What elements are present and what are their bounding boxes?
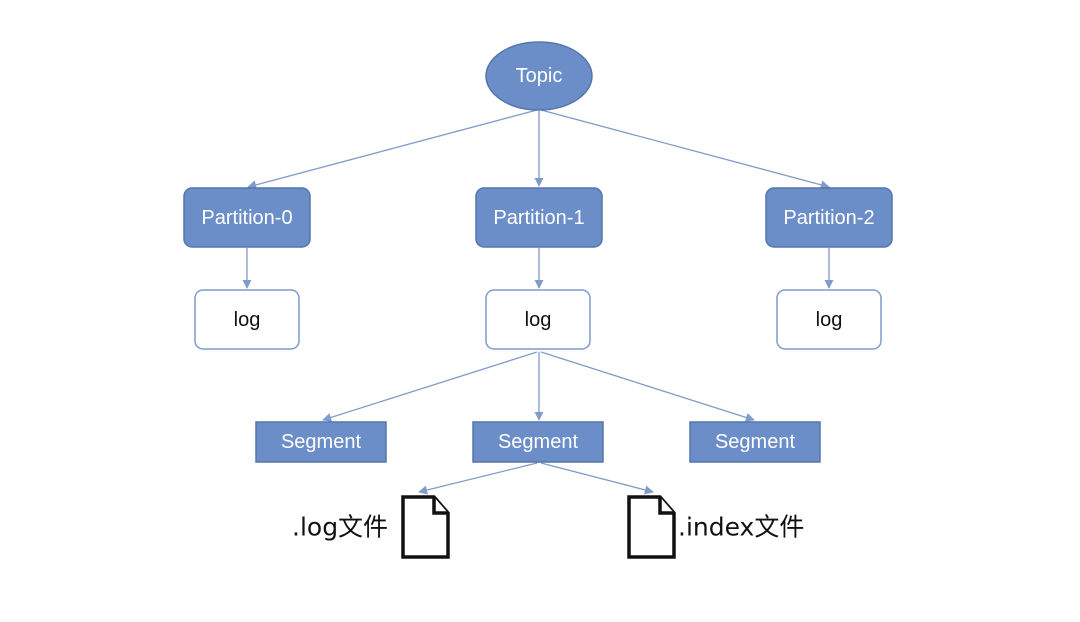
- log-file-item: .log文件: [292, 495, 450, 559]
- log-label: log: [525, 309, 552, 331]
- log-node-2: log: [776, 289, 882, 350]
- edge-log-segment-0: [322, 351, 538, 422]
- document-icon: [627, 495, 676, 559]
- segment-node-0: Segment: [255, 421, 387, 463]
- edge-segment-index-file: [540, 462, 654, 495]
- partition-node-1: Partition-1: [475, 187, 603, 248]
- segment-node-1: Segment: [472, 421, 604, 463]
- partition-label: Partition-0: [201, 207, 292, 229]
- log-label: log: [816, 309, 843, 331]
- partition-node-0: Partition-0: [183, 187, 311, 248]
- log-label: log: [234, 309, 261, 331]
- segment-label: Segment: [715, 431, 795, 453]
- edge-topic-partition-0: [247, 109, 538, 190]
- edge-topic-partition-2: [540, 109, 830, 190]
- index-file-label: .index文件: [678, 513, 804, 542]
- edges: [242, 109, 834, 495]
- topic-node: Topic: [485, 41, 593, 111]
- log-file-label: .log文件: [292, 513, 388, 542]
- edge-log-segment-2: [540, 351, 755, 422]
- log-node-1: log: [485, 289, 591, 350]
- segment-node-2: Segment: [689, 421, 821, 463]
- topic-label: Topic: [516, 65, 563, 87]
- index-file-item: .index文件: [627, 495, 804, 559]
- log-node-0: log: [194, 289, 300, 350]
- segment-label: Segment: [498, 431, 578, 453]
- partition-node-2: Partition-2: [765, 187, 893, 248]
- edge-segment-log-file: [418, 462, 538, 495]
- partition-label: Partition-2: [783, 207, 874, 229]
- document-icon: [401, 495, 450, 559]
- segment-label: Segment: [281, 431, 361, 453]
- partition-label: Partition-1: [493, 207, 584, 229]
